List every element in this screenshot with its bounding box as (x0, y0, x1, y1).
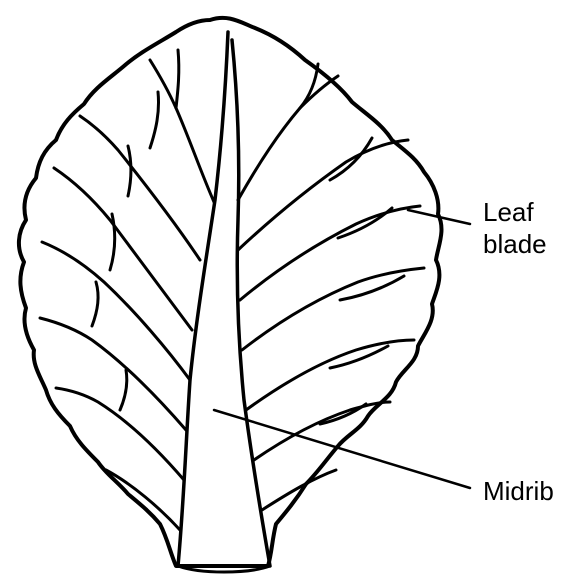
midrib-right-edge (232, 40, 270, 566)
midrib-label: Midrib (483, 475, 554, 507)
right-veins (238, 64, 424, 510)
midrib-left-edge (178, 32, 228, 566)
leaf-blade-label-line1: Leaf (483, 196, 547, 228)
leaf-blade-label-line2: blade (483, 228, 547, 260)
leaf-outline (19, 18, 442, 566)
leaf-blade-label: Leaf blade (483, 196, 547, 260)
